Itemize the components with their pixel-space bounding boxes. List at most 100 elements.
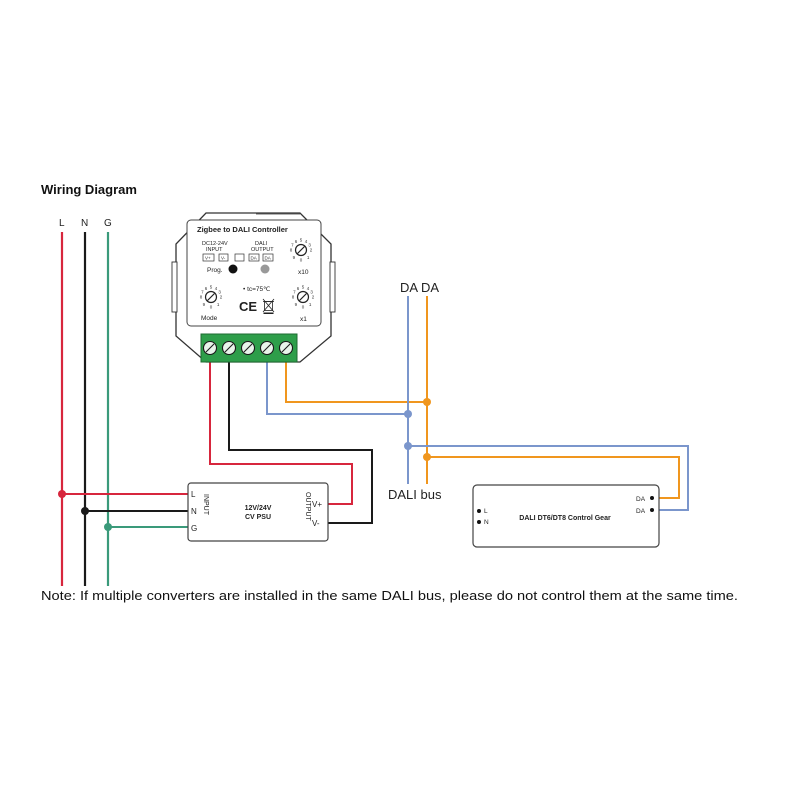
controller-prog-label: Prog. bbox=[207, 267, 223, 274]
wire-controller-vminus bbox=[228, 362, 373, 524]
x1-dial-digit: 8 bbox=[292, 295, 295, 300]
gear-terminal-l-dot bbox=[477, 509, 481, 513]
x10-dial-digit: 5 bbox=[300, 238, 303, 243]
prog-button[interactable] bbox=[228, 264, 238, 274]
x10-dial-digit: 6 bbox=[295, 239, 298, 244]
wire-bus-to-gear-da2 bbox=[427, 456, 680, 499]
psu-terminal-n: N bbox=[191, 507, 197, 516]
mode-dial-digit: 1 bbox=[217, 302, 220, 307]
gear-terminal-da1: DA bbox=[636, 496, 646, 503]
mode-dial-digit: 5 bbox=[210, 285, 213, 290]
terminal-screw-slot bbox=[205, 343, 215, 353]
x1-dial-digit: 2 bbox=[312, 295, 315, 300]
x1-dial-digit: 0 bbox=[302, 305, 305, 310]
mode-dial-digit: 8 bbox=[200, 295, 203, 300]
x1-dial-digit: 5 bbox=[302, 285, 305, 290]
x1-dial-digit: 4 bbox=[307, 286, 310, 291]
mains-label-g: G bbox=[104, 218, 112, 229]
controller-face bbox=[186, 219, 322, 327]
gear-name: DALI DT6/DT8 Control Gear bbox=[519, 515, 611, 522]
x10-dial-digit: 3 bbox=[308, 243, 311, 248]
junction-bus-4 bbox=[423, 453, 431, 461]
bus-bottom-label: DALI bus bbox=[388, 487, 442, 502]
mains-label-n: N bbox=[81, 218, 88, 229]
terminal-screw-slot bbox=[262, 343, 272, 353]
psu-vplus-label: V+ bbox=[312, 500, 322, 509]
controller-output-line2: OUTPUT bbox=[251, 247, 274, 253]
diagram-title: Wiring Diagram bbox=[41, 182, 137, 197]
wire-controller-vplus bbox=[209, 362, 353, 505]
x10-dial-digit: 9 bbox=[293, 255, 296, 260]
controller-x10-label: x10 bbox=[298, 269, 309, 276]
x10-dial-digit: 7 bbox=[291, 243, 294, 248]
wire-controller-da2 bbox=[285, 362, 427, 403]
x1-dial-digit: 1 bbox=[309, 302, 312, 307]
junction-g bbox=[104, 523, 112, 531]
gear-terminal-da2: DA bbox=[636, 508, 646, 515]
controller-side-tab-left bbox=[171, 261, 178, 313]
terminal-screw-slot bbox=[224, 343, 234, 353]
mode-dial-digit: 2 bbox=[220, 295, 223, 300]
controller-output-terminal-box-1 bbox=[248, 253, 260, 262]
controller-input-t1: V+ bbox=[205, 256, 211, 261]
mode-dial-digit: 7 bbox=[201, 290, 204, 295]
controller-side-tab-right bbox=[329, 261, 336, 313]
psu-vminus-label: V- bbox=[312, 519, 320, 528]
x10-dial-digit: 1 bbox=[307, 255, 310, 260]
terminal-screw-slot bbox=[243, 343, 253, 353]
x10-dial-digit: 4 bbox=[305, 239, 308, 244]
mode-dial-digit: 0 bbox=[210, 305, 213, 310]
psu-input-label: INPUT bbox=[202, 494, 209, 516]
x1-dial-digit: 6 bbox=[297, 286, 300, 291]
terminal-screws bbox=[202, 340, 294, 356]
junction-l bbox=[58, 490, 66, 498]
mode-dial-digit: 3 bbox=[218, 290, 221, 295]
x10-dial-digit: 0 bbox=[300, 258, 303, 263]
x1-dial-digit: 7 bbox=[293, 290, 296, 295]
gear-terminal-n-dot bbox=[477, 520, 481, 524]
controller-output-t2: DA bbox=[265, 256, 271, 261]
gear-terminal-da2-dot bbox=[650, 508, 654, 512]
psu-output-label: OUTPUT bbox=[304, 492, 311, 522]
gear-body bbox=[472, 484, 660, 548]
psu-name-line1: 12V/24V bbox=[245, 505, 272, 512]
controller-x1-label: x1 bbox=[300, 316, 307, 323]
x10-dial-slot bbox=[297, 246, 305, 254]
x1-dial-digit: 3 bbox=[310, 290, 313, 295]
psu-body bbox=[187, 482, 329, 542]
controller-input-t2: V- bbox=[221, 256, 226, 261]
bus-top-label: DA DA bbox=[400, 280, 439, 295]
x1-dial-digit: 9 bbox=[295, 302, 298, 307]
psu-device: L N G INPUT 12V/24V CV PSU OUTPUT V+ V- bbox=[187, 482, 329, 542]
controller-output-t1: DA bbox=[251, 256, 257, 261]
psu-terminal-l: L bbox=[191, 490, 196, 499]
mode-dial-digit: 6 bbox=[205, 286, 208, 291]
controller-output-line1: DALI bbox=[255, 241, 268, 247]
controller-output-terminal-box-2 bbox=[262, 253, 274, 262]
controller-blank-terminal-box bbox=[234, 253, 245, 262]
controller-tc-label: • tc=75℃ bbox=[243, 286, 271, 293]
ce-mark: CE bbox=[239, 299, 257, 314]
weee-bin-icon bbox=[262, 298, 275, 314]
junction-bus-3 bbox=[404, 442, 412, 450]
mains-label-l: L bbox=[59, 218, 65, 229]
controller-device: Zigbee to DALI Controller DC12-24V INPUT… bbox=[171, 212, 336, 363]
mode-dial-slot bbox=[207, 293, 215, 301]
controller-input-line2: INPUT bbox=[206, 247, 223, 253]
junction-n bbox=[81, 507, 89, 515]
x1-dial-slot bbox=[299, 293, 307, 301]
psu-name-line2: CV PSU bbox=[245, 514, 271, 521]
controller-input-terminal-box-2 bbox=[218, 253, 229, 262]
junction-bus-2 bbox=[423, 398, 431, 406]
gear-terminal-n: N bbox=[484, 519, 489, 526]
mode-dial-digit: 4 bbox=[215, 286, 218, 291]
status-led bbox=[260, 264, 270, 274]
wire-controller-da1 bbox=[266, 362, 408, 415]
controller-input-line1: DC12-24V bbox=[202, 241, 228, 247]
mode-dial-digit: 9 bbox=[203, 302, 206, 307]
